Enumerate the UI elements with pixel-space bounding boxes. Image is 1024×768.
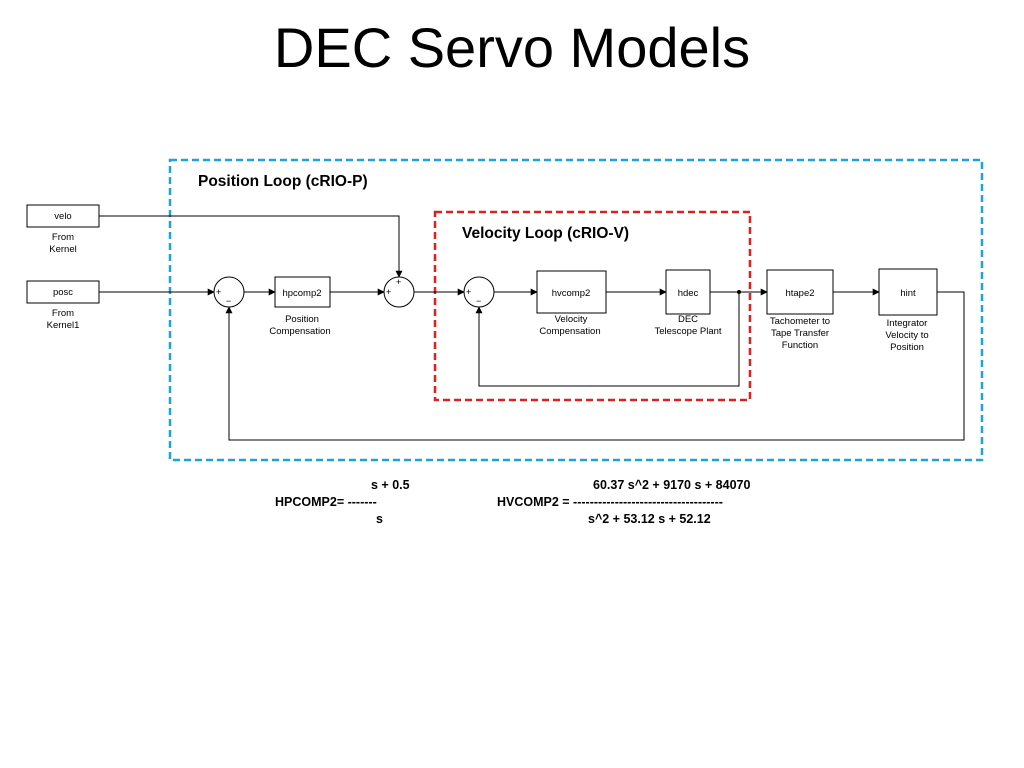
htape2-caption-line2: Tape Transfer	[771, 328, 829, 339]
sum-junction-3-sign-b: −	[476, 296, 481, 306]
slide-title: DEC Servo Models	[273, 16, 751, 79]
hvcomp2-caption-line2: Compensation	[539, 326, 600, 337]
branch-point	[737, 290, 741, 294]
sum-junction-2-sign-a: +	[386, 287, 391, 297]
hint-caption-line2: Velocity to	[885, 330, 928, 341]
velocity-loop-border	[433, 210, 752, 402]
hdec-caption-line1: DEC	[678, 314, 698, 325]
line-position-feedback	[225, 291, 965, 441]
hint-caption-line1: Integrator	[887, 318, 928, 329]
posc-caption-line1: From	[52, 308, 74, 319]
position-loop-border	[168, 158, 984, 462]
hpcomp2-equation: HPCOMP2= -------	[275, 495, 377, 509]
hvcomp2-block[interactable]	[536, 270, 607, 314]
sum-junction-2-sign-b: +	[396, 277, 401, 287]
htape2-caption-line3: Function	[782, 340, 818, 351]
htape2-caption-line1: Tachometer to	[770, 316, 830, 327]
velocity-loop-label: Velocity Loop (cRIO-V)	[462, 225, 629, 242]
hdec-label: hdec	[678, 288, 699, 299]
velo-caption-line2: Kernel	[49, 244, 76, 255]
hdec-block[interactable]	[665, 269, 711, 315]
hpcomp2-caption-line1: Position	[285, 314, 319, 325]
hpcomp2-label: hpcomp2	[282, 288, 321, 299]
signal-lines	[99, 215, 965, 441]
hpcomp2-numerator: s + 0.5	[371, 478, 410, 492]
line-velo-to-sum2	[99, 215, 403, 278]
hvcomp2-caption-line1: Velocity	[555, 314, 588, 325]
hint-label: hint	[900, 288, 916, 299]
line-velocity-feedback	[475, 292, 740, 387]
velo-label: velo	[54, 211, 71, 222]
posc-label: posc	[53, 287, 73, 298]
posc-caption-line2: Kernel1	[47, 320, 80, 331]
hvcomp2-label: hvcomp2	[552, 288, 591, 299]
velo-caption-line1: From	[52, 232, 74, 243]
sum-junction-1-sign-b: −	[226, 296, 231, 306]
hvcomp2-numerator: 60.37 s^2 + 9170 s + 84070	[593, 478, 751, 492]
position-loop-label: Position Loop (cRIO-P)	[198, 173, 368, 190]
sum-junction-3-sign-a: +	[466, 287, 471, 297]
hdec-caption-line2: Telescope Plant	[654, 326, 721, 337]
htape2-label: htape2	[785, 288, 814, 299]
hint-caption-line3: Position	[890, 342, 924, 353]
hpcomp2-denominator: s	[376, 512, 383, 526]
sum-junction-1-sign-a: +	[216, 287, 221, 297]
hpcomp2-caption-line2: Compensation	[269, 326, 330, 337]
hvcomp2-denominator: s^2 + 53.12 s + 52.12	[588, 512, 711, 526]
hvcomp2-equation: HVCOMP2 = ------------------------------…	[497, 495, 723, 509]
